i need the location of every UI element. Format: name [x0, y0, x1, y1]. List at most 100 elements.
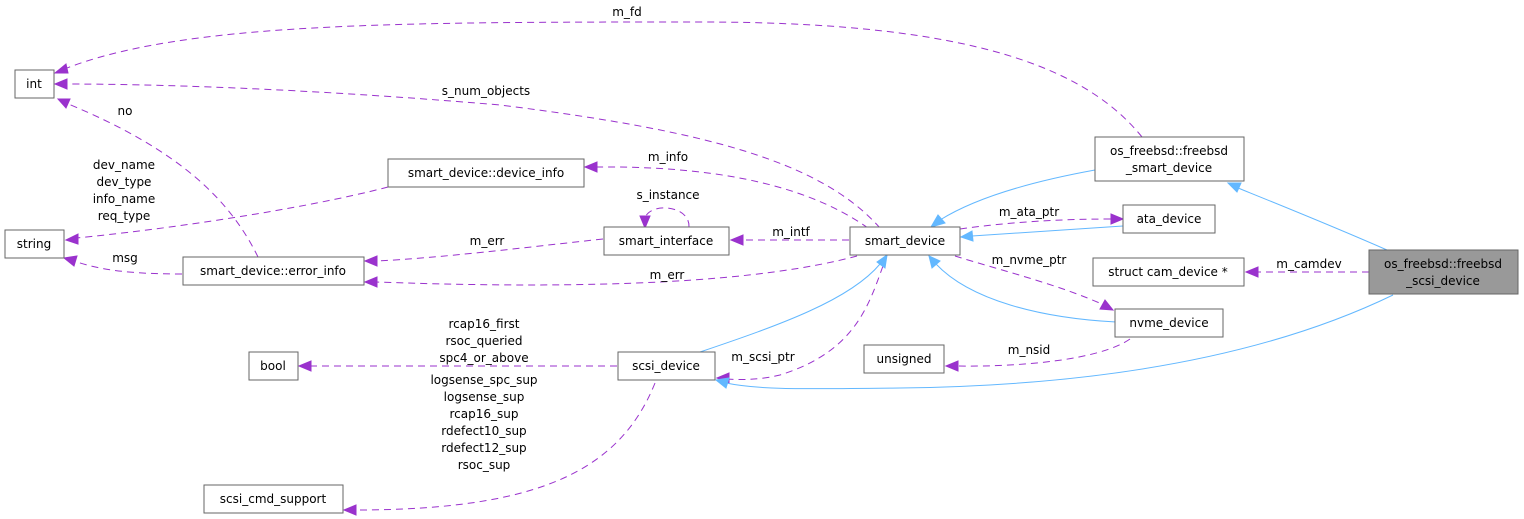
inheritance-edges	[699, 169, 1394, 390]
arrowhead	[929, 214, 946, 228]
arrowhead	[583, 161, 598, 173]
node-label-line1: os_freebsd::freebsd	[1110, 144, 1228, 158]
node-scsi-device[interactable]: scsi_device	[617, 351, 716, 381]
node-string[interactable]: string	[4, 229, 65, 259]
label-spc4-or-above: spc4_or_above	[439, 351, 528, 365]
label-rcap16-sup: rcap16_sup	[450, 407, 519, 421]
arrowhead	[1099, 299, 1115, 311]
arrowhead	[1226, 182, 1242, 193]
label-msg: msg	[112, 251, 138, 265]
node-label: scsi_device	[632, 359, 700, 373]
label-dev-name: dev_name	[93, 158, 155, 172]
edge-m-ata-ptr	[959, 218, 1113, 230]
edge-m-err-iface	[375, 238, 604, 262]
node-label-line2: _smart_device	[1125, 161, 1212, 175]
node-label-line1: os_freebsd::freebsd	[1384, 257, 1502, 271]
edge-inherit-scsi	[699, 263, 881, 353]
arrowhead	[928, 255, 941, 269]
node-label: int	[26, 77, 42, 91]
label-m-nsid: m_nsid	[1008, 343, 1051, 357]
node-label: ata_device	[1137, 212, 1202, 226]
arrowhead	[64, 233, 79, 245]
label-dev-type: dev_type	[97, 175, 152, 189]
node-label: struct cam_device *	[1108, 265, 1227, 279]
label-rdefect12-sup: rdefect12_sup	[441, 441, 526, 455]
edge-inherit-freebsd-scsi-scsi	[725, 294, 1394, 390]
node-cam-device[interactable]: struct cam_device *	[1092, 257, 1245, 287]
node-error-info[interactable]: smart_device::error_info	[182, 256, 365, 286]
node-label: smart_device::error_info	[200, 264, 346, 278]
edge-cmd-support	[354, 382, 656, 511]
label-m-ata-ptr: m_ata_ptr	[999, 205, 1059, 219]
arrowhead	[363, 255, 378, 267]
label-no: no	[118, 104, 133, 118]
edge-msg	[73, 260, 183, 275]
node-int[interactable]: int	[14, 69, 55, 99]
edge-device-info-string	[75, 186, 389, 239]
node-unsigned[interactable]: unsigned	[863, 344, 945, 374]
label-m-scsi-ptr: m_scsi_ptr	[731, 350, 794, 364]
label-m-nvme-ptr: m_nvme_ptr	[992, 253, 1067, 267]
arrowhead	[62, 255, 78, 267]
label-logsense-spc-sup: logsense_spc_sup	[430, 373, 537, 387]
arrowhead	[959, 230, 974, 242]
label-rsoc-sup: rsoc_sup	[458, 458, 511, 472]
arrowhead	[876, 253, 888, 269]
label-m-fd: m_fd	[612, 5, 642, 19]
edge-labels: m_fd s_num_objects no dev_name dev_type …	[93, 5, 1342, 472]
node-freebsd-scsi-device[interactable]: os_freebsd::freebsd _scsi_device	[1368, 249, 1519, 295]
label-rdefect10-sup: rdefect10_sup	[441, 424, 526, 438]
label-m-err-dev: m_err	[650, 268, 685, 282]
arrowhead	[1244, 266, 1259, 278]
node-bool[interactable]: bool	[248, 351, 299, 381]
node-freebsd-smart-device[interactable]: os_freebsd::freebsd _smart_device	[1094, 136, 1245, 182]
edge-inherit-ata	[971, 225, 1124, 237]
node-label-line2: _scsi_device	[1405, 274, 1480, 288]
node-label: smart_device::device_info	[408, 166, 564, 180]
edge-no	[65, 102, 259, 258]
node-label: smart_interface	[619, 234, 713, 248]
label-info-name: info_name	[93, 192, 156, 206]
node-scsi-cmd-support[interactable]: scsi_cmd_support	[203, 484, 344, 514]
edge-m-err-dev	[375, 255, 858, 286]
edge-m-info	[595, 166, 869, 229]
arrowhead	[53, 78, 68, 90]
arrowhead	[53, 63, 69, 74]
edge-inherit-nvme	[935, 263, 1117, 323]
node-device-info[interactable]: smart_device::device_info	[387, 158, 585, 188]
label-m-info: m_info	[648, 150, 688, 164]
node-nvme-device[interactable]: nvme_device	[1114, 308, 1224, 338]
usage-edges	[53, 21, 1369, 516]
edge-s-num-objects	[63, 83, 881, 229]
label-m-intf: m_intf	[772, 225, 810, 239]
label-s-instance: s_instance	[636, 188, 699, 202]
node-ata-device[interactable]: ata_device	[1122, 204, 1216, 234]
node-label: smart_device	[865, 234, 945, 248]
arrowhead	[342, 504, 357, 516]
label-rcap16-first: rcap16_first	[449, 317, 520, 331]
node-label: scsi_cmd_support	[220, 492, 327, 506]
label-s-num-objects: s_num_objects	[442, 84, 530, 98]
edge-inherit-freebsd-scsi-smart	[1237, 187, 1388, 251]
node-smart-interface[interactable]: smart_interface	[603, 226, 730, 256]
arrowhead	[944, 360, 959, 372]
node-label: nvme_device	[1129, 316, 1208, 330]
node-smart-device[interactable]: smart_device	[849, 226, 961, 256]
edge-m-scsi-ptr	[727, 254, 888, 380]
label-logsense-sup: logsense_sup	[444, 390, 525, 404]
arrowhead	[1110, 213, 1125, 225]
node-label: string	[17, 237, 51, 251]
label-m-camdev: m_camdev	[1276, 257, 1341, 271]
label-req-type: req_type	[98, 209, 150, 223]
label-m-err-iface: m_err	[470, 234, 505, 248]
arrowhead	[363, 276, 378, 288]
label-rsoc-queried: rsoc_queried	[446, 334, 523, 348]
edge-s-instance	[644, 207, 690, 228]
edge-inherit-freebsd-smart	[939, 169, 1096, 221]
edge-m-fd	[61, 21, 1143, 138]
node-label: bool	[260, 359, 286, 373]
arrowhead	[56, 98, 71, 109]
edge-m-nvme-ptr	[954, 255, 1105, 306]
arrowhead	[639, 215, 651, 230]
